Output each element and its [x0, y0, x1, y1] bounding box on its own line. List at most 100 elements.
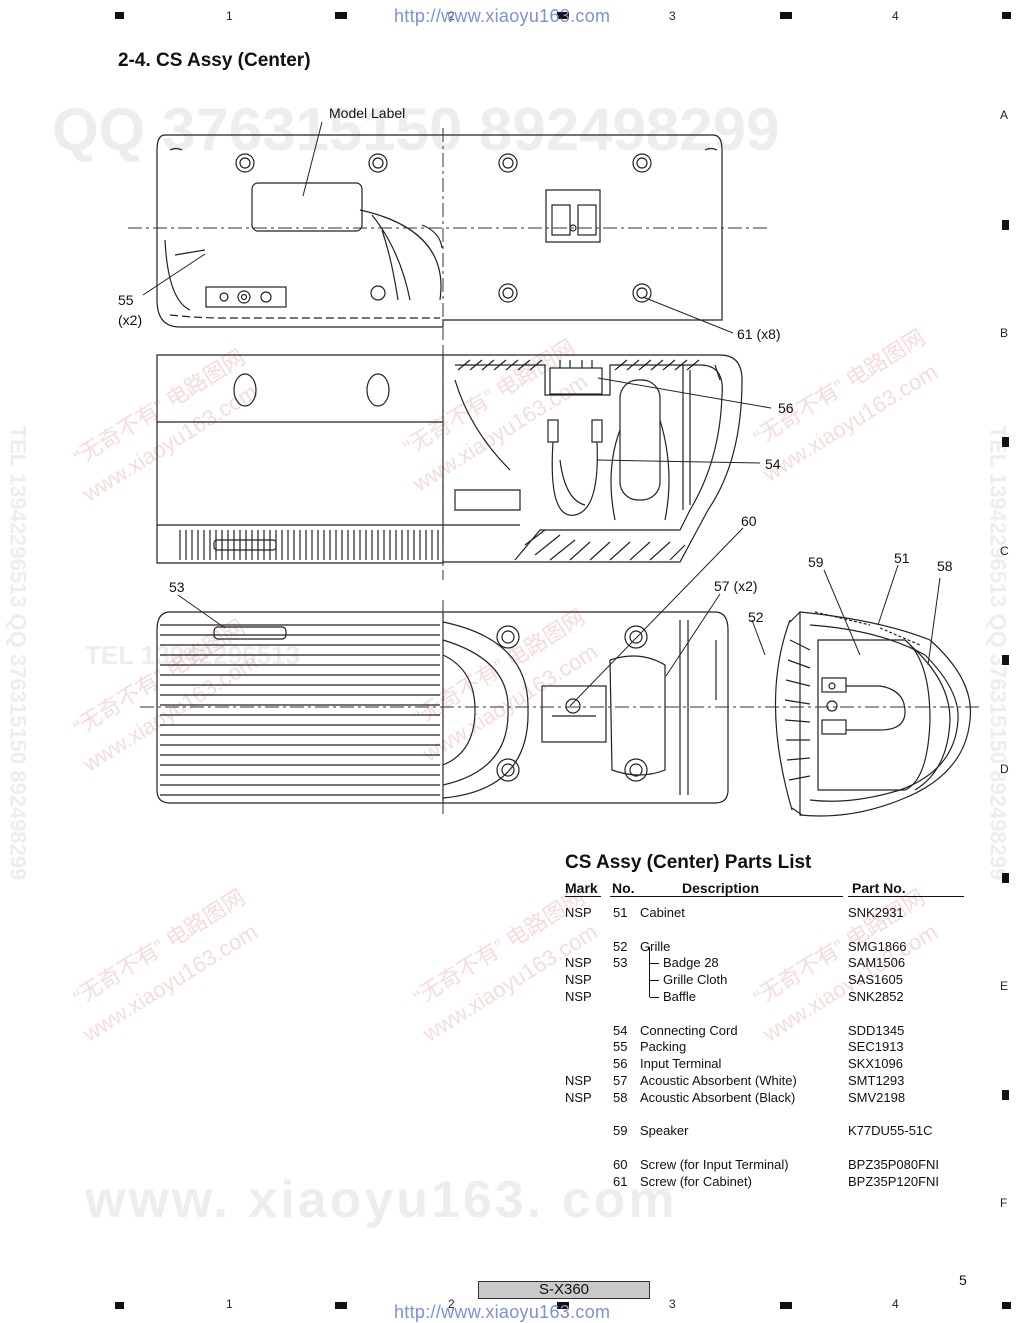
grid-marker — [780, 1302, 792, 1309]
parts-row: 52 Grille SMG1866 — [565, 939, 965, 956]
grid-marker — [1002, 437, 1009, 447]
header-underline — [565, 896, 601, 897]
grid-marker — [115, 12, 124, 19]
grid-marker — [1002, 1090, 1009, 1100]
part-number: K77DU55-51C — [848, 1123, 933, 1139]
part-number: SMV2198 — [848, 1089, 906, 1105]
header-mark: Mark — [565, 880, 598, 896]
part-number: SNK2852 — [848, 989, 904, 1004]
section-title: 2-4. CS Assy (Center) — [118, 50, 311, 71]
callout-52: 52 — [748, 609, 764, 625]
grid-marker — [780, 12, 792, 19]
part-mark: NSP — [565, 989, 592, 1004]
callout-model-label: Model Label — [329, 105, 406, 121]
page-number: 5 — [959, 1272, 967, 1288]
part-number: BPZ35P120FNI — [848, 1173, 940, 1189]
part-description: Grille — [640, 938, 671, 954]
footer-url-link[interactable]: http://www.xiaoyu163.com — [394, 1302, 611, 1322]
header-url-link[interactable]: http://www.xiaoyu163.com — [394, 6, 611, 26]
grid-marker — [557, 12, 569, 19]
part-number: SNK2931 — [848, 905, 904, 920]
grid-marker — [1002, 1302, 1011, 1309]
part-number-index: 58 — [613, 1089, 628, 1105]
grid-number-4: 4 — [892, 1297, 899, 1311]
grid-number-3: 3 — [669, 1297, 676, 1311]
part-number-index: 61 — [613, 1173, 628, 1189]
callout-54: 54 — [765, 456, 781, 472]
callout-55-qty: (x2) — [118, 312, 143, 328]
part-number: SAS1605 — [848, 972, 903, 988]
part-number-index: 57 — [613, 1073, 628, 1088]
header-part-no: Part No. — [852, 880, 906, 896]
part-description: Acoustic Absorbent (White) — [640, 1073, 797, 1088]
grid-marker — [335, 1302, 347, 1309]
part-mark: NSP — [565, 955, 592, 971]
part-description: Baffle — [663, 989, 697, 1004]
part-number-index: 52 — [613, 938, 628, 954]
grid-number-1: 1 — [226, 1297, 233, 1311]
part-number: SMG1866 — [848, 938, 907, 954]
callout-51: 51 — [894, 550, 910, 566]
row-letter-b: B — [1000, 326, 1009, 340]
part-description: Screw (for Input Terminal) — [640, 1157, 789, 1172]
part-number: SEC1913 — [848, 1039, 904, 1055]
tree-connector — [649, 981, 659, 998]
part-mark: NSP — [565, 1073, 592, 1088]
grid-marker — [1002, 655, 1009, 665]
row-letter-c: C — [1000, 544, 1009, 558]
part-description: Acoustic Absorbent (Black) — [640, 1089, 796, 1105]
part-description: Badge 28 — [663, 955, 719, 971]
parts-row: NSP 58 Acoustic Absorbent (Black) SMV2198 — [565, 1090, 965, 1107]
part-number-index: 51 — [613, 905, 628, 920]
header-description: Description — [682, 880, 760, 896]
row-letter-f: F — [1000, 1196, 1008, 1210]
parts-list-title: CS Assy (Center) Parts List — [565, 852, 812, 873]
grid-number-4: 4 — [892, 9, 899, 23]
parts-row: NSP 57 Acoustic Absorbent (White) SMT1293 — [565, 1073, 965, 1090]
part-description: Cabinet — [640, 905, 685, 920]
header-underline — [848, 896, 964, 897]
grid-number-1: 1 — [226, 9, 233, 23]
part-number: SKX1096 — [848, 1056, 903, 1072]
part-number-index: 56 — [613, 1056, 628, 1072]
part-mark: NSP — [565, 905, 592, 920]
part-number: SMT1293 — [848, 1073, 905, 1088]
part-number: SDD1345 — [848, 1022, 905, 1038]
part-number-index: 54 — [613, 1022, 628, 1038]
tree-connector — [649, 964, 659, 982]
tree-branch — [650, 980, 659, 982]
parts-row: 56 Input Terminal SKX1096 — [565, 1056, 965, 1073]
grid-number-3: 3 — [669, 9, 676, 23]
part-description: Input Terminal — [640, 1056, 722, 1072]
part-number: SAM1506 — [848, 955, 906, 971]
part-number-index: 60 — [613, 1157, 628, 1172]
qq-watermark: QQ 376315150 892498299 — [52, 96, 780, 163]
grid-marker — [335, 12, 347, 19]
header-underline — [610, 896, 843, 897]
part-description: Grille Cloth — [663, 972, 728, 988]
grid-marker — [557, 1302, 569, 1309]
part-mark: NSP — [565, 1089, 592, 1105]
bottom-url-watermark: www. xiaoyu163. com — [85, 1171, 678, 1229]
callout-57: 57 (x2) — [714, 578, 758, 594]
part-number-index: 53 — [613, 955, 628, 971]
grid-number-2: 2 — [448, 9, 455, 23]
tree-branch — [650, 997, 659, 998]
part-description: Screw (for Cabinet) — [640, 1173, 752, 1189]
grid-marker — [1002, 12, 1011, 19]
grid-marker — [1002, 873, 1009, 883]
callout-60: 60 — [741, 513, 757, 529]
parts-row: 61 Screw (for Cabinet) BPZ35P120FNI — [565, 1174, 965, 1191]
grid-number-2: 2 — [448, 1297, 455, 1311]
callout-56: 56 — [778, 400, 794, 416]
part-number-index: 59 — [613, 1123, 628, 1139]
grid-marker — [115, 1302, 124, 1309]
parts-row: NSP 51 Cabinet SNK2931 — [565, 905, 965, 922]
exploded-view-diagram — [128, 121, 980, 817]
row-letter-e: E — [1000, 979, 1009, 993]
callout-53: 53 — [169, 579, 185, 595]
